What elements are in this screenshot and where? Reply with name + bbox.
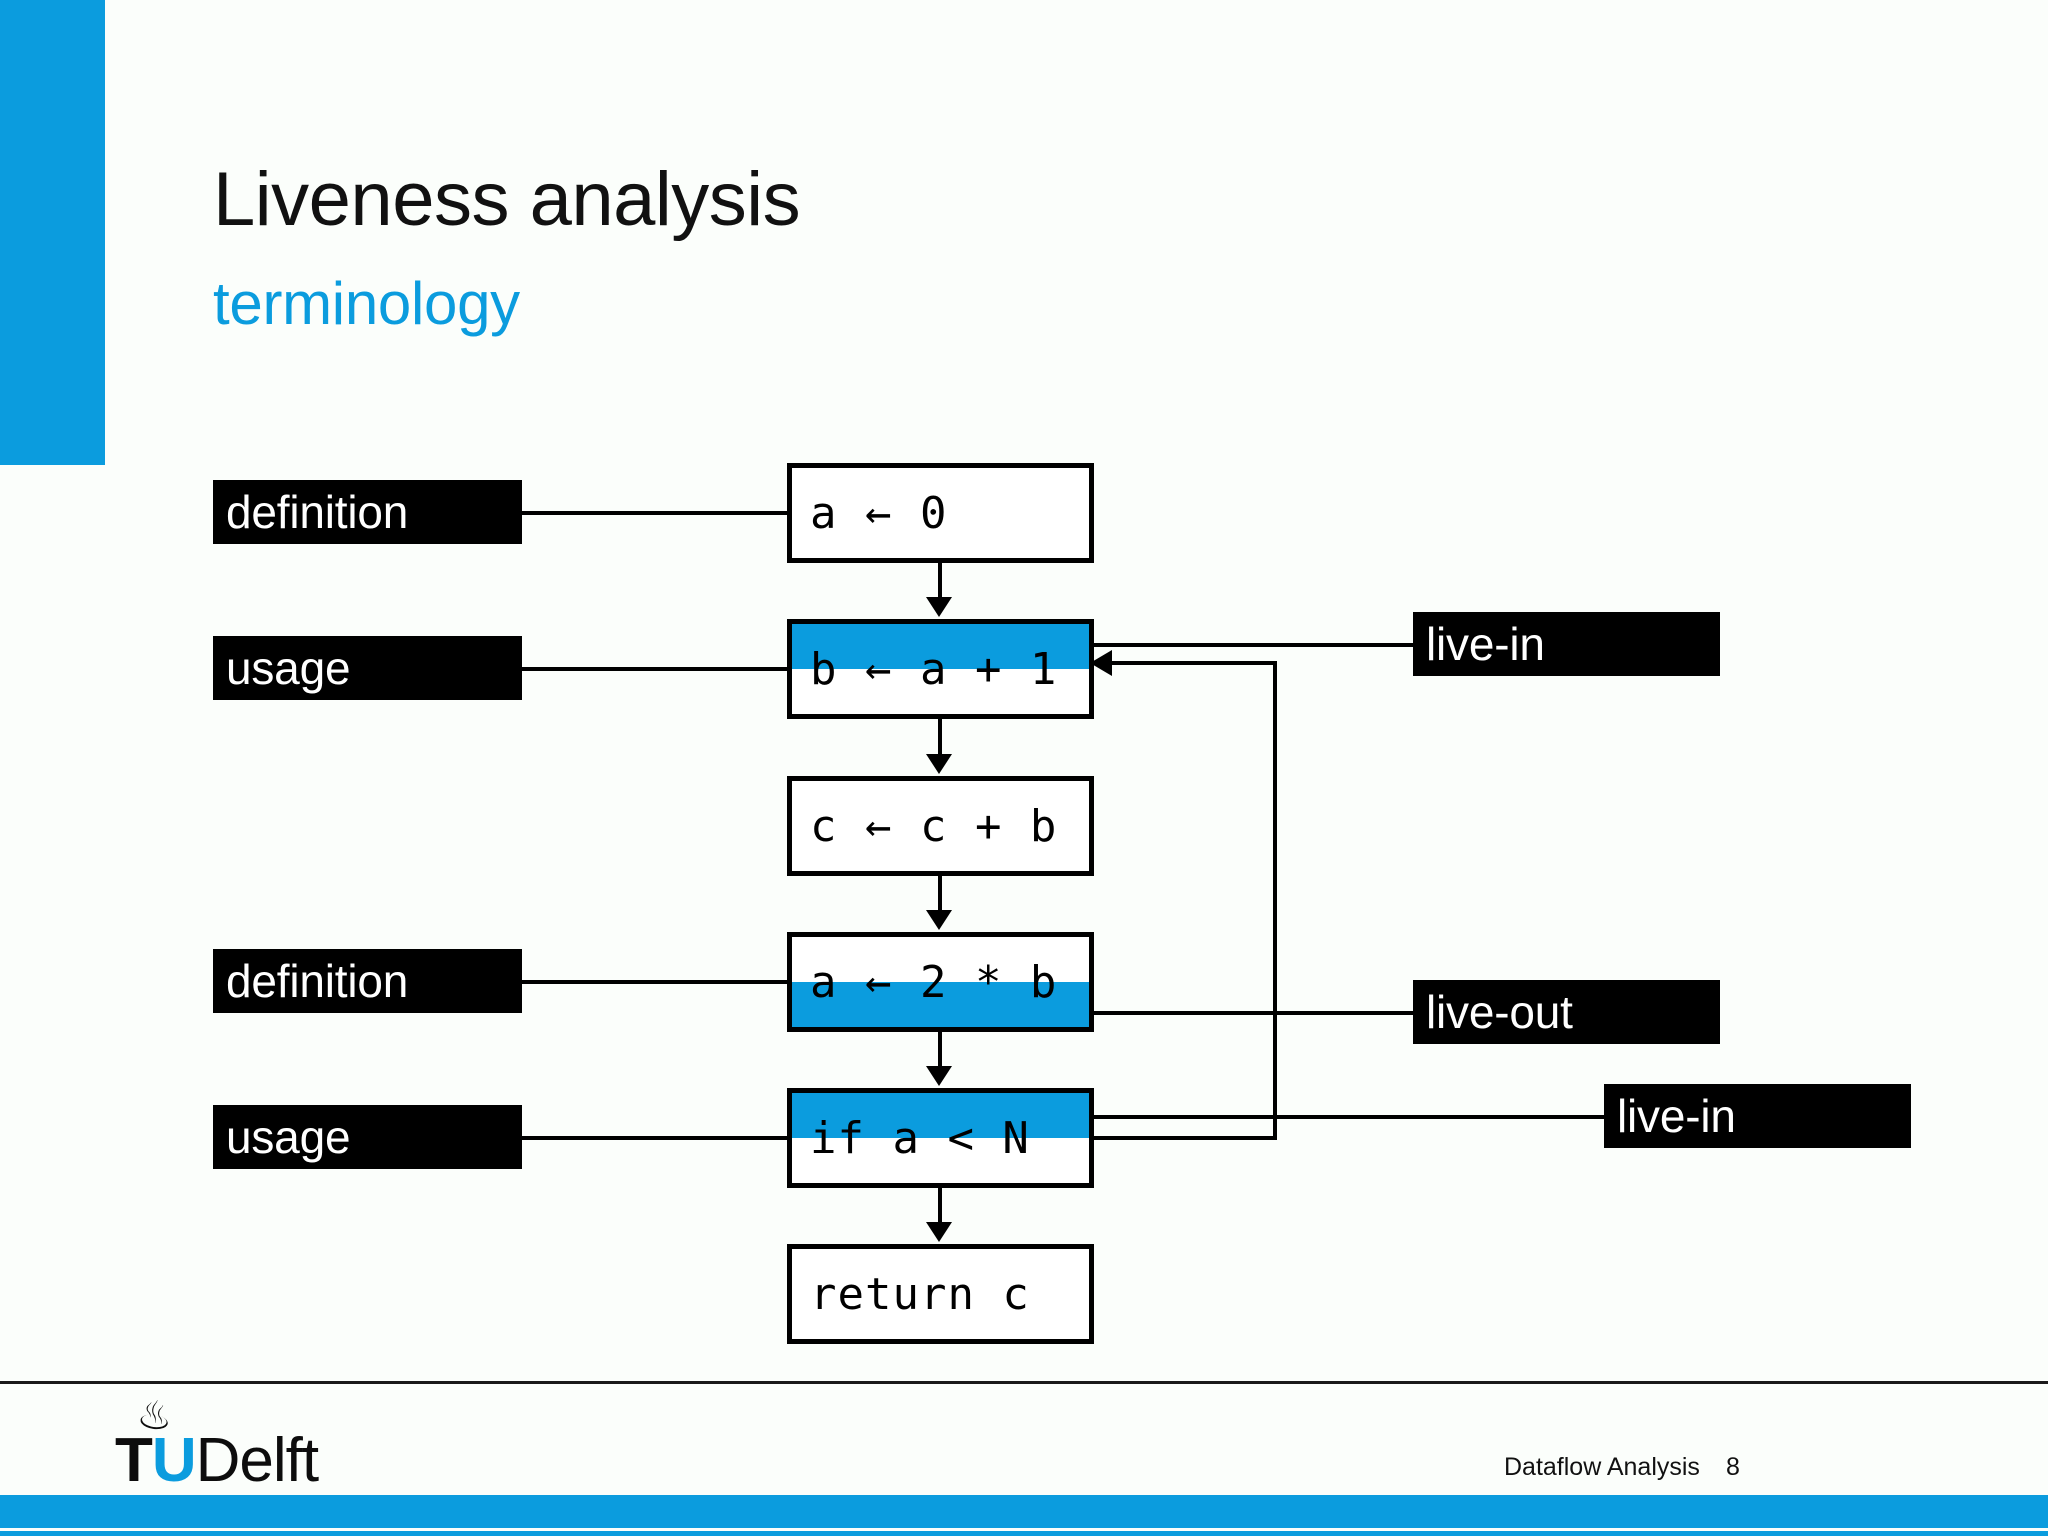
leader-line-usage-1 [522, 667, 789, 671]
leader-line-live-in-1 [1092, 643, 1415, 647]
cfg-node-a-assign-2b: a ← 2 * b [787, 932, 1094, 1032]
logo-word-delft: Delft [195, 1426, 319, 1495]
leader-line-definition-2 [522, 980, 789, 984]
chip-live-in-1: live-in [1413, 612, 1720, 676]
logo-letter-t: T [115, 1426, 153, 1495]
footer-accent-bar-thin [0, 1531, 2048, 1536]
cfg-edge-n4-n5 [938, 1032, 942, 1068]
cfg-arrowhead [1090, 650, 1112, 676]
deck-name: Dataflow Analysis [1504, 1453, 1700, 1481]
leader-line-live-in-2 [1092, 1115, 1606, 1119]
tu-delft-logo: ♨ TUDelft [115, 1392, 415, 1496]
cfg-node-b-assign: b ← a + 1 [787, 619, 1094, 719]
chip-label: live-in [1617, 1090, 1736, 1142]
cfg-node-c-assign: c ← c + b [787, 776, 1094, 876]
tu-delft-wordmark: TUDelft [115, 1430, 319, 1492]
cfg-arrowhead [926, 754, 952, 774]
leader-line-live-out [1092, 1011, 1415, 1015]
chip-label: live-out [1426, 986, 1573, 1038]
cfg-back-edge-segment-bottom [1092, 1136, 1277, 1140]
chip-usage-1: usage [213, 636, 522, 700]
left-accent-bar [0, 0, 105, 465]
cfg-arrowhead [926, 597, 952, 617]
page-subtitle: terminology [213, 270, 520, 337]
cfg-arrowhead [926, 910, 952, 930]
live-highlight-band [792, 1093, 1089, 1138]
cfg-node-code: if a < N [810, 1112, 1030, 1164]
chip-label: definition [226, 486, 409, 538]
cfg-edge-n1-n2 [938, 563, 942, 599]
cfg-arrowhead [926, 1066, 952, 1086]
footer-meta: Dataflow Analysis 8 [1504, 1455, 1740, 1480]
live-highlight-band [792, 624, 1089, 669]
chip-usage-2: usage [213, 1105, 522, 1169]
leader-line-definition-1 [522, 511, 789, 515]
cfg-edge-n3-n4 [938, 876, 942, 912]
cfg-arrowhead [926, 1222, 952, 1242]
leader-line-usage-2 [522, 1136, 789, 1140]
chip-label: usage [226, 642, 351, 694]
cfg-node-code: c ← c + b [810, 800, 1058, 852]
live-highlight-band [792, 982, 1089, 1027]
cfg-node-a-assign-0: a ← 0 [787, 463, 1094, 563]
footer-divider-rule [0, 1381, 2048, 1384]
chip-live-out: live-out [1413, 980, 1720, 1044]
cfg-node-code: a ← 2 * b [810, 956, 1058, 1008]
chip-live-in-2: live-in [1604, 1084, 1911, 1148]
cfg-back-edge-segment-top [1110, 661, 1277, 665]
cfg-node-code: b ← a + 1 [810, 643, 1058, 695]
page-number: 8 [1725, 1453, 1740, 1481]
chip-label: usage [226, 1111, 351, 1163]
chip-label: live-in [1426, 618, 1545, 670]
cfg-node-if-condition: if a < N [787, 1088, 1094, 1188]
cfg-edge-n5-n6 [938, 1188, 942, 1224]
cfg-edge-n2-n3 [938, 719, 942, 756]
page-title: Liveness analysis [213, 157, 801, 242]
cfg-node-return: return c [787, 1244, 1094, 1344]
cfg-node-code: a ← 0 [810, 487, 948, 539]
cfg-back-edge-segment-vertical [1273, 661, 1277, 1140]
chip-definition-2: definition [213, 949, 522, 1013]
logo-letter-u: U [151, 1426, 197, 1495]
chip-definition-1: definition [213, 480, 522, 544]
cfg-node-code: return c [810, 1268, 1030, 1320]
chip-label: definition [226, 955, 409, 1007]
footer-accent-bar [0, 1495, 2048, 1528]
